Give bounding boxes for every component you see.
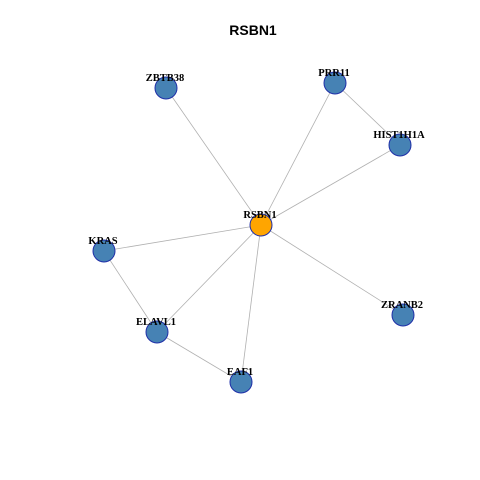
node-zbtb38[interactable]: ZBTB38 [146,73,185,100]
edge-rsbn1-eaf1 [240,224,262,383]
edge-rsbn1-hist1h1a [260,144,401,226]
node-kras[interactable]: KRAS [88,236,118,263]
edge-rsbn1-zranb2 [260,224,404,316]
node-circle[interactable] [391,303,415,327]
edge-rsbn1-zbtb38 [165,87,262,226]
node-label: PRR11 [318,68,350,79]
diagram-title: RSBN1 [229,22,277,38]
node-elavl1[interactable]: ELAVL1 [136,317,176,344]
edge-elavl1-eaf1 [156,331,242,383]
node-prr11[interactable]: PRR11 [318,68,350,95]
node-circle[interactable] [323,71,347,95]
node-circle[interactable] [388,133,412,157]
node-label: ZBTB38 [146,73,185,84]
node-circle[interactable] [92,239,116,263]
node-label: ZRANB2 [381,300,423,311]
node-rsbn1[interactable]: RSBN1 [243,210,277,237]
edge-kras-elavl1 [103,250,158,333]
node-label: EAF1 [227,367,253,378]
node-label: RSBN1 [243,210,276,221]
node-label: HIST1H1A [373,130,425,141]
node-eaf1[interactable]: EAF1 [227,367,253,394]
node-label: ELAVL1 [136,317,176,328]
node-circle[interactable] [154,76,178,100]
node-circle[interactable] [229,370,253,394]
edge-rsbn1-elavl1 [156,224,262,333]
node-circle[interactable] [249,213,273,237]
node-zranb2[interactable]: ZRANB2 [381,300,423,327]
edge-rsbn1-kras [103,224,262,252]
node-hist1h1a[interactable]: HIST1H1A [373,130,425,157]
node-label: KRAS [88,236,117,247]
edges-layer [103,82,404,383]
node-circle[interactable] [145,320,169,344]
edge-rsbn1-prr11 [260,82,336,226]
edge-prr11-hist1h1a [334,82,401,146]
